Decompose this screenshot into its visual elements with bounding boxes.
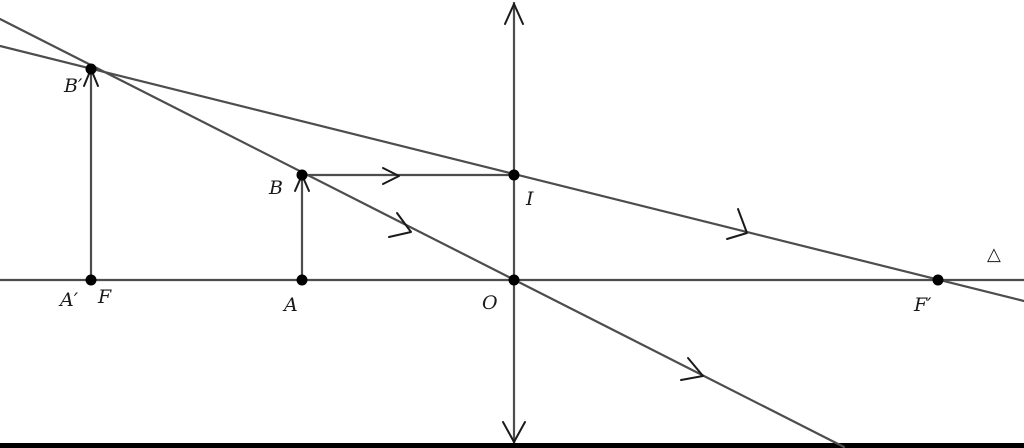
ray-b-to-o-arrow-icon <box>388 212 412 238</box>
label-b: B <box>268 177 283 199</box>
label-i: I <box>525 188 534 210</box>
point-b <box>296 169 308 181</box>
point-i <box>508 169 520 181</box>
point-o <box>508 274 520 286</box>
label-f: F <box>97 286 112 308</box>
point-b-prime <box>85 63 97 75</box>
ray-through-center <box>0 17 846 448</box>
label-o: O <box>482 292 498 314</box>
point-f-prime <box>932 274 944 286</box>
ray-i-to-f-prime-arrow-icon <box>726 208 748 240</box>
label-f-prime: F′ <box>913 294 932 316</box>
ray-b-to-i-arrow-icon <box>382 167 400 185</box>
label-a-prime: A′ <box>58 289 79 311</box>
label-a: A <box>282 294 298 316</box>
point-a-prime <box>85 274 97 286</box>
axis-symbol-label: △ <box>987 244 1001 265</box>
point-a <box>296 274 308 286</box>
ray-after-o-arrow-icon <box>680 357 704 381</box>
lens-top-arrow-icon <box>504 3 524 25</box>
label-b-prime: B′ <box>63 75 83 97</box>
lens-bottom-arrow-icon <box>502 421 526 443</box>
bottom-border <box>0 443 1024 448</box>
